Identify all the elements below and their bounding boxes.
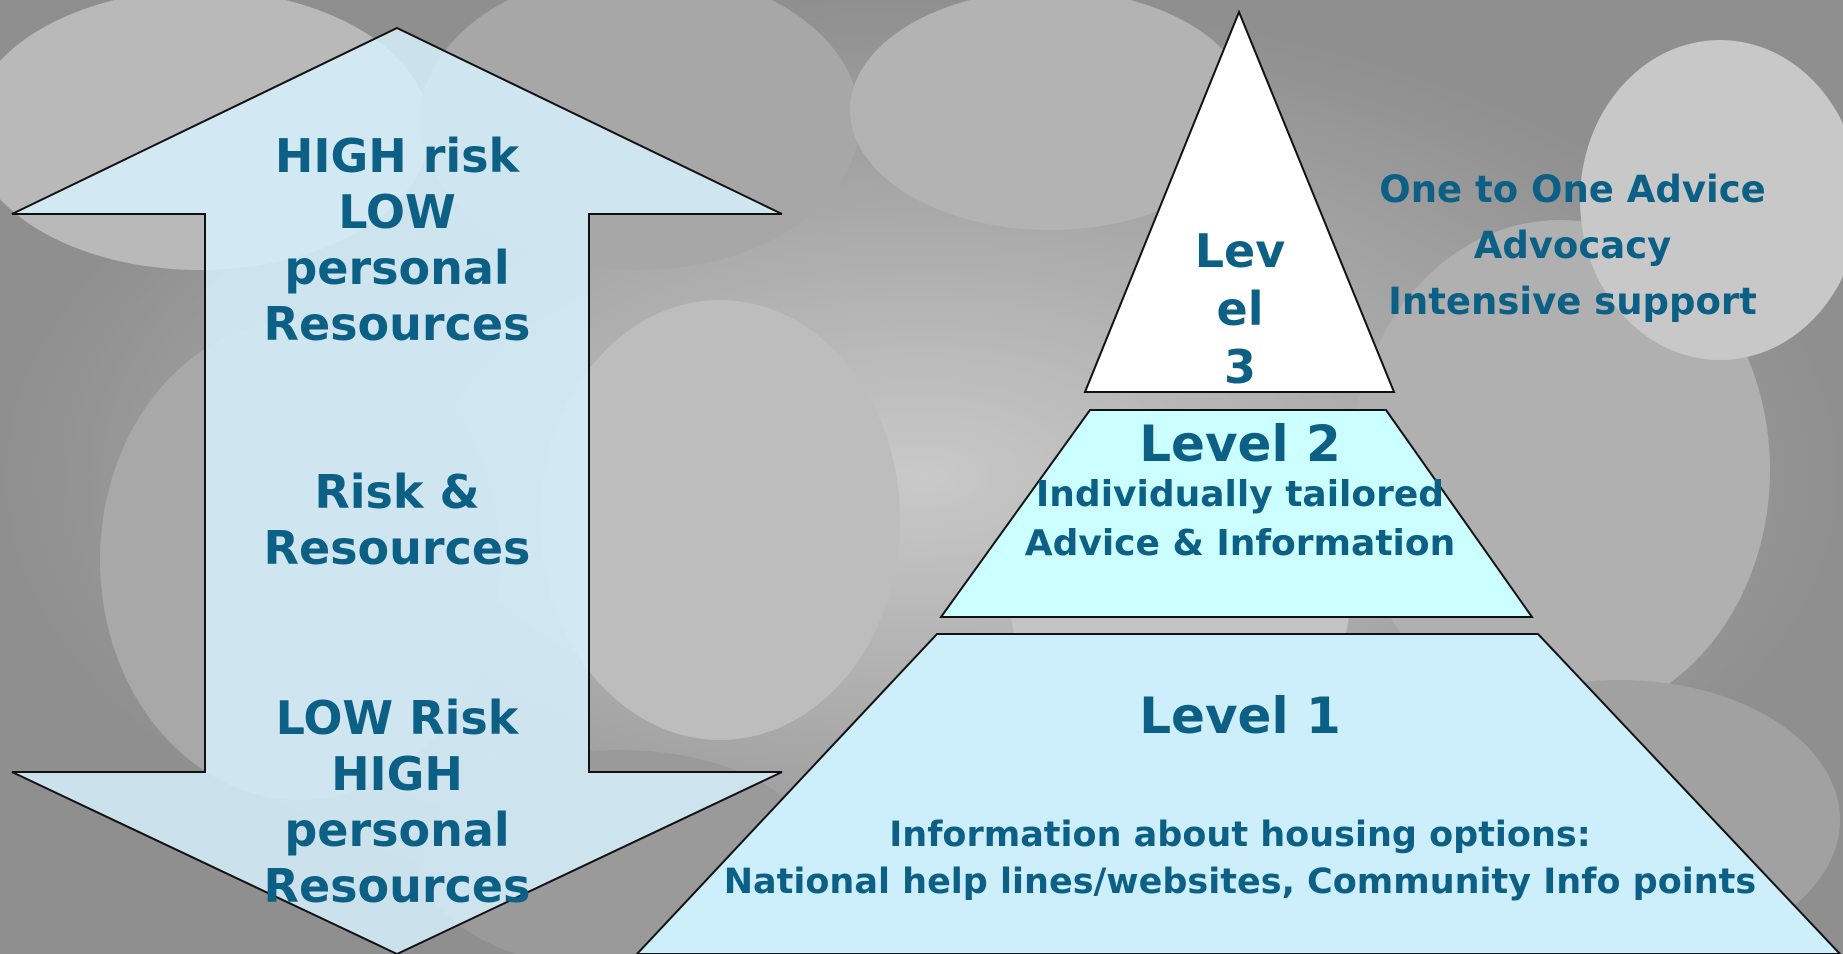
arrow-top-line: HIGH risk <box>274 129 520 183</box>
level-1-trapezoid <box>635 633 1842 954</box>
level-1-description-line: Information about housing options: <box>889 815 1591 855</box>
arrow-top-line: personal <box>284 241 510 295</box>
level-2-title: Level 2 <box>1139 415 1341 473</box>
arrow-bottom-line: LOW Risk <box>275 691 519 745</box>
arrow-middle-line: Risk & <box>314 465 480 519</box>
service-item: Intensive support <box>1388 280 1757 323</box>
level-2-trapezoid <box>939 409 1534 618</box>
level-2-description-line: Advice & Information <box>1024 523 1456 564</box>
level-2-description-line: Individually tailored <box>1035 474 1445 515</box>
level-3-title-line: el <box>1216 282 1264 336</box>
level-1-description-line: National help lines/websites, Community … <box>723 862 1757 902</box>
double-arrow <box>11 26 783 954</box>
level-3-triangle <box>1083 9 1396 393</box>
level-3-title: Lev el 3 <box>1140 222 1340 396</box>
arrow-middle-label: Risk & Resources <box>187 464 607 576</box>
arrow-top-label: HIGH risk LOW personal Resources <box>187 128 607 352</box>
arrow-bottom-label: LOW Risk HIGH personal Resources <box>187 690 607 914</box>
arrow-middle-line: Resources <box>263 521 531 575</box>
level-3-title-line: 3 <box>1223 340 1256 394</box>
arrow-top-line: LOW <box>338 185 456 239</box>
arrow-top-line: Resources <box>263 297 531 351</box>
level-1-description: Information about housing options: Natio… <box>690 812 1790 906</box>
level-2-description: Individually tailored Advice & Informati… <box>990 470 1490 568</box>
level-3-services: One to One Advice Advocacy Intensive sup… <box>1350 162 1795 330</box>
arrow-bottom-line: Resources <box>263 859 531 913</box>
service-item: One to One Advice <box>1379 168 1766 211</box>
service-item: Advocacy <box>1473 224 1672 267</box>
level-1-title: Level 1 <box>1139 687 1341 745</box>
arrow-bottom-line: personal <box>284 803 510 857</box>
arrow-bottom-line: HIGH <box>331 747 463 801</box>
level-3-title-line: Lev <box>1194 224 1286 278</box>
